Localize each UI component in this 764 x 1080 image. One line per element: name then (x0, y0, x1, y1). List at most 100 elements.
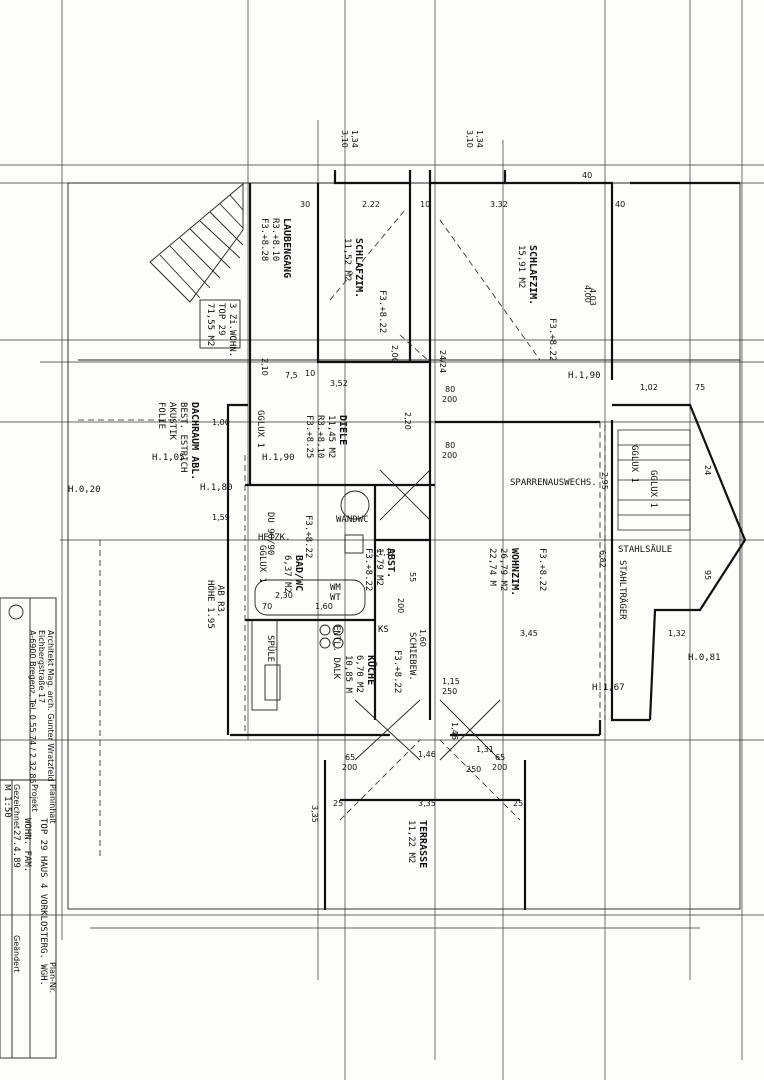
dimension-label: 75 (695, 383, 705, 392)
dimension-label: 80 (445, 385, 455, 394)
label-dusche: DU 90/90 (265, 512, 275, 555)
architect-line-2: Eichbergstraße 17 (37, 630, 46, 703)
dimension-label: 2.22 (362, 200, 380, 209)
dimension-label: 2,95 (600, 472, 609, 490)
height-marker: H.1,67 (592, 683, 625, 693)
dimension-label: 24/24 (438, 350, 447, 373)
room-name-wohnzim: WOHNZIM. (509, 548, 520, 596)
room-spec-laubengang-1: R3.+8.10 (270, 218, 280, 261)
dimension-label: 95 (703, 570, 712, 580)
project-label: Projekt (30, 784, 39, 812)
room-area-abstell: 1,79 M2 (374, 548, 384, 586)
walls (226, 170, 747, 910)
room-area-terrasse: 11,22 M2 (406, 820, 416, 863)
room-spec-bad: F3.+8.22 (303, 515, 313, 558)
dimension-label: 1,34 (475, 130, 484, 148)
height-marker: H.1,80 (200, 483, 233, 493)
room-area-schlafzim-2: 15,91 M2 (516, 245, 526, 288)
unit-info-box: 3 Zi.WOHN. TOP 29 71,55 M2 (199, 299, 241, 357)
dimension-label: 25 (333, 799, 343, 808)
project-value: WOHN. FAM. (22, 818, 32, 872)
room-area2-wohnzim: 22,74 M (487, 548, 497, 587)
dimension-label: 40 (582, 171, 592, 180)
plan-value: TOP 29 HAUS 4 VORKLOSTERG. WGH. (38, 818, 48, 986)
room-name-bad: BAD/WC (293, 555, 304, 591)
dimension-label: 2,30 (275, 591, 293, 600)
scale-label: M (3, 784, 12, 791)
dimension-label: 80 (445, 441, 455, 450)
label-stahltraeger: STAHLTRÄGER (617, 560, 628, 620)
unit-box-line-1: 3 Zi.WOHN. (227, 303, 237, 357)
unit-box-line-3: 71,55 M2 (205, 303, 215, 346)
drawn-value: 27.4.89 (11, 830, 21, 868)
height-marker: H.1,90 (262, 453, 295, 463)
toilet (340, 490, 370, 520)
dimension-label: 1,02 (640, 383, 658, 392)
label-gelux-1: GGLUX 1 (255, 410, 265, 448)
room-area-kueche: 6,70 M2 (354, 655, 364, 693)
room-spec-schlafzim-2: F3.+8.22 (547, 318, 557, 361)
label-heizk: HEIZK. (258, 533, 291, 543)
dimension-label: 4,00 (583, 285, 592, 303)
dimension-label: 1,34 (350, 130, 359, 148)
dimension-label: 200 (442, 395, 457, 404)
room-spec-kueche: F3.+8.22 (392, 650, 402, 693)
room-area-wohnzim: 26,79 M2 (498, 548, 508, 591)
dimension-label: 3,35 (310, 805, 319, 823)
room-labels: SCHLAFZIM. 11,52 M2 F3.+8.22 SCHLAFZIM. … (156, 218, 557, 868)
label-ab-r3: AB R3. (215, 585, 225, 618)
dimension-label: 1,46 (450, 722, 459, 740)
label-stahlsaeule: STAHLSÄULE (618, 544, 672, 555)
label-wt: WT (330, 593, 341, 603)
drawn-label: Gezeichnet (12, 784, 21, 829)
dachraum-line-1: DACHRAUM ABL. (189, 402, 200, 480)
height-marker: H.0,20 (68, 485, 101, 495)
label-ks: KS (378, 625, 389, 635)
dimension-label: 2,20 (403, 412, 412, 430)
dimension-label: 3.32 (490, 200, 508, 209)
room-area-diele: 11,45 M2 (326, 415, 336, 458)
dimension-label: 25 (513, 799, 523, 808)
dimension-label: 24 (703, 465, 712, 475)
dimension-label: 200 (342, 763, 357, 772)
height-marker: H.1,90 (568, 371, 601, 381)
architect-seal-icon (8, 604, 24, 620)
sink (264, 664, 281, 701)
misc-labels: SPARRENAUSWECHS. STAHLSÄULE STAHLTRÄGER … (205, 410, 672, 681)
room-area2-kueche: 10,85 M (343, 655, 353, 694)
dimension-label: 55 (408, 572, 417, 582)
label-wandwc: WANDWC (336, 515, 369, 525)
dimension-labels: 3,10 1,34 3,10 1,34 2.22 3.32 30 10 40 4… (212, 130, 712, 823)
dimension-label: 3,52 (330, 379, 348, 388)
label-wm: WM (330, 583, 341, 593)
washbasin (344, 534, 364, 554)
label-spuele: SPÜLE (265, 635, 276, 662)
room-spec-schlafzim-1: F3.+8.22 (377, 290, 387, 333)
dimension-label: 2,00 (390, 345, 399, 363)
dimension-label: 250 (466, 765, 481, 774)
scale-value: 1:50 (2, 796, 12, 818)
dimension-label: 1,59 (212, 513, 230, 522)
room-name-laubengang: LAUBENGANG (281, 218, 292, 278)
dashed-details (78, 209, 691, 860)
dimension-label: 3,35 (418, 799, 436, 808)
dimension-label: 200 (492, 763, 507, 772)
height-marker: H.1,05 (152, 453, 185, 463)
label-gelux-3: GGLUX 1 (629, 445, 639, 483)
architect-line-3: A-6900 Bregenz, Tel. 0 55 74 / 2 32 85 (28, 630, 37, 784)
unit-box-line-2: TOP 29 (216, 303, 226, 336)
dimension-label: 40 (615, 200, 625, 209)
room-spec-diele-2: F3.+8.25 (304, 415, 314, 458)
room-area-schlafzim-1: 11,52 M2 (342, 238, 352, 281)
plan-label: Planinhalt (48, 784, 57, 824)
dimension-label: 70 (262, 602, 272, 611)
room-name-diele: DIELE (337, 415, 348, 445)
room-spec-laubengang-2: F3.+8.28 (259, 218, 269, 261)
dimension-label: 3,10 (465, 130, 474, 148)
label-gelux-2: GGLUX 1 (257, 545, 267, 583)
dimension-label: 65 (345, 753, 355, 762)
dachraum-line-3: AKUSTIK (167, 402, 177, 441)
